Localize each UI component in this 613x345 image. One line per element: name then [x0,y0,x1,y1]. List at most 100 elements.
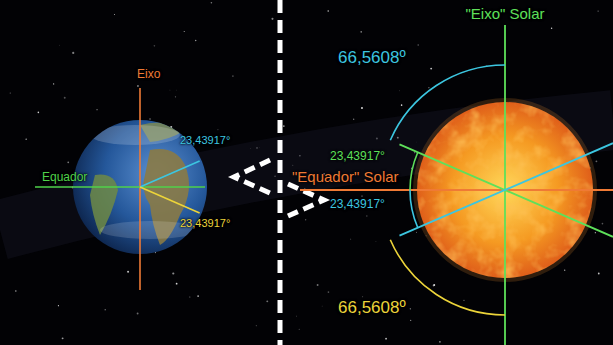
star [439,341,441,343]
star [211,2,213,4]
star [169,89,171,91]
star [296,315,298,317]
tilt-line [400,144,613,237]
tilt-line [140,161,200,187]
star [385,338,387,340]
star [468,77,470,79]
star [433,284,435,286]
star [189,296,191,298]
star [217,129,219,131]
star [137,313,139,315]
star [184,31,185,32]
star [127,271,129,273]
star [195,40,197,42]
star [105,309,106,310]
star [564,270,565,271]
angle-arc [410,190,418,228]
tilt-line [140,187,200,213]
star [375,240,377,242]
star [416,231,418,233]
star [410,308,411,309]
star [350,238,352,240]
star [26,139,27,140]
axis-label: "Eixo" Solar [465,5,544,22]
star [10,92,11,93]
star [53,83,54,84]
star [410,320,411,321]
star [176,283,178,285]
sun-axis-line [504,25,506,345]
star [463,300,464,301]
angle-label: 23,43917° [180,134,230,147]
angle-label: 23,43917° [330,150,385,164]
chevron-right [288,184,324,216]
star [137,85,139,87]
star [175,96,176,97]
star [598,273,600,275]
angle-label: 23,43917° [330,198,385,212]
star [232,75,234,77]
chevron-left [234,160,270,193]
equator-label: "Equador" Solar [292,168,399,185]
star [327,10,329,12]
divider-line [278,0,283,345]
star [328,291,330,293]
star [58,44,60,46]
star [433,285,435,287]
cloud-band [90,125,180,145]
star [114,14,115,15]
star [197,295,199,297]
equator-label: Equador [42,171,87,185]
star [154,45,156,47]
star [305,219,307,221]
star [96,109,97,110]
star [64,97,66,99]
star [283,125,285,127]
star [271,18,273,20]
star [58,305,59,306]
star [15,290,16,291]
star [430,68,432,70]
star [62,337,64,339]
angle-label: 66,5608º [338,48,406,68]
angle-arc [410,152,418,190]
star [417,44,419,46]
star [72,52,74,54]
star [602,223,604,225]
star [596,160,598,162]
angle-arc [390,240,505,315]
star [401,104,403,106]
axis-label: Eixo [137,68,160,82]
star [353,119,354,120]
star [360,31,362,33]
star [597,10,598,11]
sun-equator-line [300,189,613,191]
star [361,195,363,197]
star [317,284,319,286]
star [172,272,174,274]
star-field [10,2,604,343]
star [298,328,300,330]
earth-equator-line [35,186,205,188]
star [38,112,40,114]
angle-arc [390,65,505,140]
star [551,27,552,28]
star [362,296,363,297]
star [321,305,323,307]
star [366,215,367,216]
star [595,232,596,233]
angle-label: 23,43917° [180,217,230,230]
star [266,300,268,302]
star [399,90,401,92]
angle-label: 66,5608º [338,298,406,318]
star [361,107,363,109]
star [256,325,257,326]
tilt-line [400,143,613,236]
earth-axis-line [139,88,141,290]
star [149,118,150,119]
star [175,89,177,91]
star [67,161,69,163]
star [428,87,429,88]
